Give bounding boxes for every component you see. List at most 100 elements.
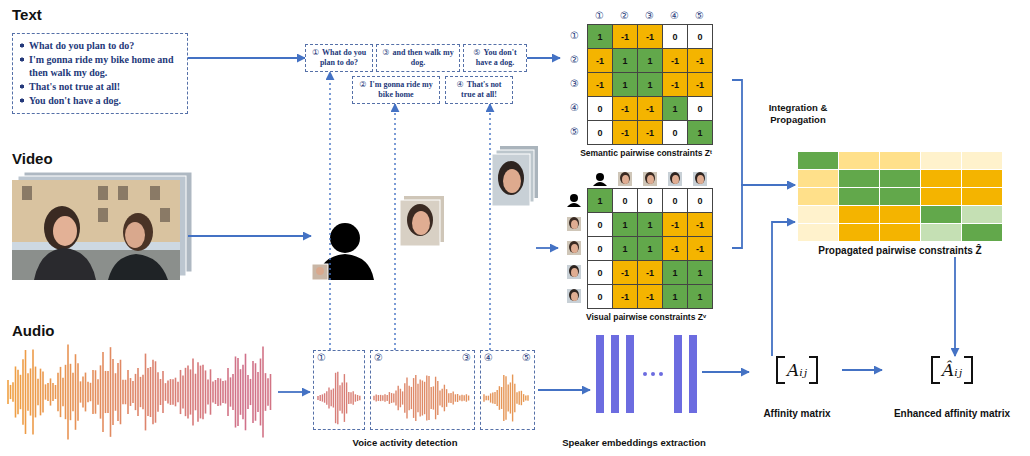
table-cell: 1 — [687, 284, 713, 309]
illustration-part — [195, 374, 197, 411]
illustration-part — [250, 379, 252, 405]
matrix-cell — [797, 187, 839, 206]
illustration-part — [411, 387, 412, 409]
illustration-part — [461, 395, 462, 402]
illustration-part — [373, 396, 374, 401]
illustration-part — [348, 392, 349, 404]
illustration-part — [527, 395, 528, 401]
illustration-part — [22, 359, 24, 424]
utterance-box: ②I'm gonna ride my bike home — [352, 76, 440, 104]
node-text: You don't have a dog. — [476, 48, 517, 67]
illustration-part — [72, 373, 74, 412]
connector-arrow — [732, 185, 795, 248]
illustration-part — [378, 395, 379, 401]
illustration-part — [567, 289, 581, 303]
illustration-part — [210, 369, 212, 414]
illustration-part — [170, 379, 172, 405]
callout-number: ③ — [637, 8, 662, 23]
utterance-box: ④That's not true at all! — [445, 76, 513, 104]
illustration-part — [466, 394, 467, 401]
illustration-part — [492, 154, 530, 206]
callout-number: ④ — [484, 352, 493, 364]
matrix-cell — [879, 223, 921, 242]
illustration-part — [413, 378, 414, 418]
illustration-part — [140, 377, 142, 407]
illustration-part — [668, 172, 682, 186]
node-text: You don't have a dog. — [19, 94, 179, 107]
illustration-part — [202, 365, 204, 420]
illustration-part — [240, 369, 242, 415]
illustration-part — [65, 365, 67, 419]
illustration-part — [160, 379, 162, 405]
illustration-part — [389, 392, 390, 404]
audio-waveform — [8, 344, 271, 439]
illustration-part — [25, 350, 27, 434]
illustration-part — [618, 172, 632, 186]
illustration-part — [501, 387, 502, 409]
illustration-part — [87, 382, 89, 403]
illustration-part — [695, 172, 705, 184]
step-label: Speaker embeddings extraction — [548, 437, 720, 449]
callout-number: ③ — [382, 48, 389, 57]
video-frames — [12, 172, 192, 280]
utterance-box: ⑤You don't have a dog. — [463, 44, 527, 72]
illustration-part — [457, 394, 458, 402]
illustration-part — [90, 383, 92, 401]
callout-number: ⑤ — [522, 352, 531, 364]
illustration-part — [107, 371, 109, 413]
illustration-part — [567, 203, 581, 207]
illustration-part — [12, 180, 180, 242]
table-cell: 0 — [687, 188, 713, 213]
illustration-part — [448, 393, 449, 403]
illustration-part — [320, 395, 321, 401]
affinity-matrix: AᵢⱼAffinity matrix — [752, 356, 842, 420]
silhouette — [312, 223, 374, 280]
illustration-part — [643, 172, 657, 186]
illustration-part — [596, 335, 604, 413]
illustration-part — [12, 382, 14, 401]
illustration-part — [217, 378, 219, 406]
illustration-part — [122, 380, 124, 405]
table-cell: -1 — [637, 96, 663, 121]
illustration-part — [125, 380, 127, 404]
illustration-part — [497, 390, 498, 406]
illustration-part — [693, 172, 707, 186]
illustration-part — [672, 175, 679, 184]
illustration-part — [220, 378, 222, 405]
step-label: Integration & Propagation — [752, 102, 844, 126]
illustration-part — [45, 384, 47, 399]
table-cell: -1 — [662, 212, 688, 237]
illustration-part — [330, 223, 360, 253]
table-cell: 0 — [687, 96, 713, 121]
table-cell: 1 — [687, 260, 713, 285]
illustration-part — [322, 394, 323, 401]
illustration-part — [508, 384, 509, 411]
illustration-part — [486, 396, 487, 401]
illustration-part — [398, 386, 399, 411]
callout-number: ⑤ — [473, 48, 480, 57]
illustration-part — [75, 354, 77, 430]
table-cell: 0 — [587, 96, 613, 121]
illustration-part — [620, 172, 630, 184]
illustration-part — [350, 392, 351, 404]
illustration-part — [192, 358, 194, 425]
table-cell: 1 — [637, 48, 663, 73]
table-cell: -1 — [662, 48, 688, 73]
illustration-part — [326, 391, 327, 405]
illustration-part — [27, 373, 29, 411]
illustration-part — [145, 354, 147, 431]
illustration-part — [115, 373, 117, 411]
illustration-part — [702, 371, 749, 373]
illustration-part — [346, 382, 347, 413]
table-cell: 0 — [662, 24, 688, 49]
illustration-part — [20, 375, 22, 409]
illustration-part — [177, 382, 179, 403]
table-cell: 0 — [662, 120, 688, 145]
illustration-part — [77, 363, 79, 421]
illustration-part — [105, 371, 107, 413]
speech-segment: ④⑤ — [480, 350, 535, 430]
illustration-part — [525, 395, 526, 400]
illustration-part — [37, 379, 39, 405]
table-cell: -1 — [612, 24, 638, 49]
table-cell: 1 — [587, 24, 613, 49]
